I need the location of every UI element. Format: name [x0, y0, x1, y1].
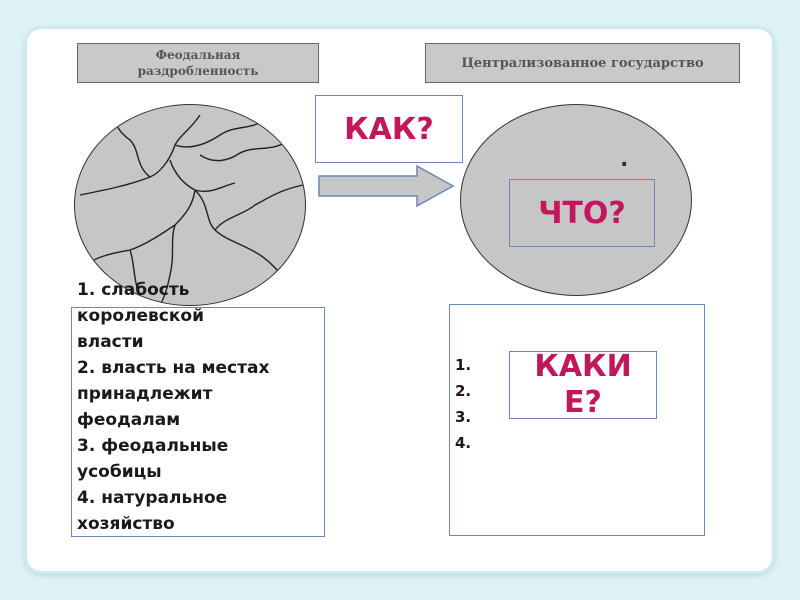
circle-dot-mark: . — [620, 147, 629, 172]
centralization-factors-numbers: 1. 2. 3. 4. — [455, 352, 471, 456]
feudal-causes-list: 1. слабость королевской власти 2. власть… — [77, 277, 317, 537]
list-item: 4. натуральное — [77, 488, 228, 508]
list-item: власти — [77, 332, 144, 352]
list-item: принадлежит — [77, 384, 213, 404]
list-number: 2. — [455, 382, 472, 400]
header-centralized-state: Централизованное государство — [425, 43, 740, 83]
list-item: хозяйство — [77, 514, 175, 534]
list-item: 2. власть на местах — [77, 358, 270, 378]
list-item: 3. феодальные — [77, 436, 229, 456]
fragmented-circle — [74, 104, 306, 306]
list-item: усобицы — [77, 462, 162, 482]
header-feudal-fragmentation: Феодальная раздробленность — [77, 43, 319, 83]
question-which-line2: Е? — [564, 385, 602, 420]
list-number: 1. — [455, 356, 472, 374]
centralization-factors-frame — [449, 304, 705, 536]
list-item: феодалам — [77, 410, 181, 430]
feudal-causes-frame — [71, 307, 325, 537]
question-how: КАК? — [315, 95, 463, 163]
list-number: 4. — [455, 434, 472, 452]
list-number: 3. — [455, 408, 472, 426]
list-item: королевской — [77, 306, 205, 326]
list-item: 1. слабость — [77, 280, 190, 300]
crack-lines — [79, 114, 304, 305]
slide: Феодальная раздробленность Централизован… — [27, 29, 772, 571]
question-which: КАКИ Е? — [509, 349, 657, 420]
right-arrow-icon — [318, 164, 455, 208]
question-what: ЧТО? — [509, 179, 655, 247]
question-which-line1: КАКИ — [534, 349, 632, 384]
